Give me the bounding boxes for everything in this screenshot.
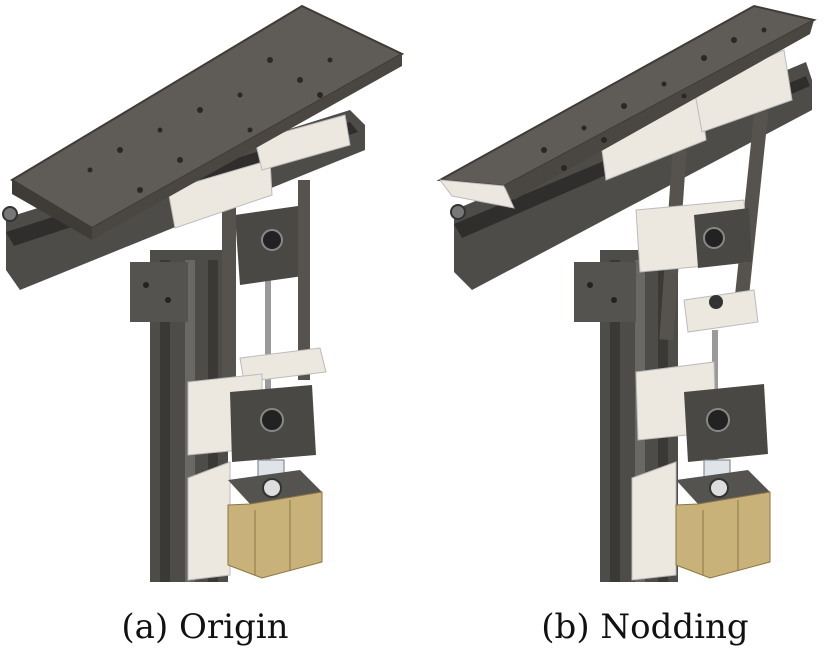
subfigure-b-label: (b) xyxy=(541,607,590,647)
subfigure-a-label: (a) xyxy=(121,607,169,647)
side-bracket xyxy=(574,262,636,322)
subfigure-b-title: Nodding xyxy=(600,607,749,647)
subfigure-a-render xyxy=(0,0,414,590)
rail-knob xyxy=(450,204,466,220)
motor-bracket xyxy=(631,461,677,581)
top-clamp-right xyxy=(254,114,351,171)
subfigure-a-title: Origin xyxy=(179,607,289,647)
rail-knob xyxy=(2,206,18,222)
subfigure-a-caption: (a) Origin xyxy=(90,604,320,650)
nut-carriage xyxy=(239,347,327,383)
stepper-motor xyxy=(675,491,771,579)
subfigure-b-render xyxy=(414,0,828,590)
top-clamp-left xyxy=(167,159,273,229)
stepper-motor xyxy=(227,491,323,579)
side-bracket xyxy=(130,262,188,322)
motor-bracket xyxy=(187,461,231,581)
subfigure-b-caption: (b) Nodding xyxy=(500,604,790,650)
nut-carriage xyxy=(683,289,759,333)
